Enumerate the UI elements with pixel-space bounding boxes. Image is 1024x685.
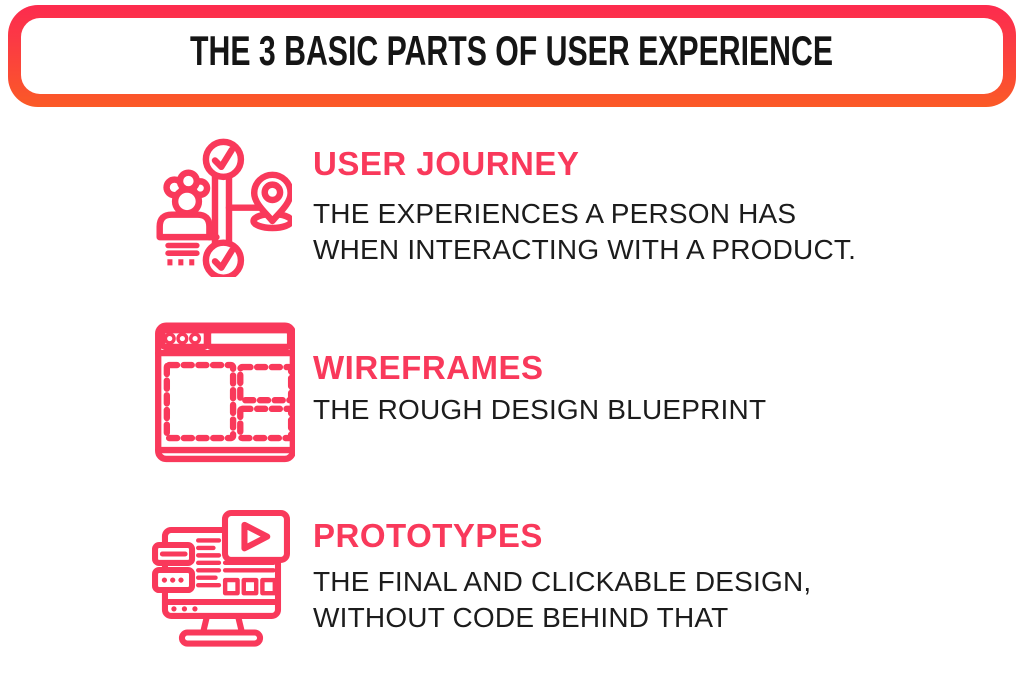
wireframes-icon	[151, 321, 297, 470]
header-inner: THE 3 BASIC PARTS OF USER EXPERIENCE	[21, 18, 1003, 94]
wireframes-heading: WIREFRAMES	[313, 349, 544, 386]
page-title: THE 3 BASIC PARTS OF USER EXPERIENCE	[190, 27, 834, 74]
user-journey-heading: USER JOURNEY	[313, 145, 580, 182]
header-box: THE 3 BASIC PARTS OF USER EXPERIENCE	[8, 5, 1016, 107]
wireframes-description: THE ROUGH DESIGN BLUEPRINT	[313, 394, 767, 425]
prototypes-icon	[152, 509, 291, 652]
prototypes-heading: PROTOTYPES	[313, 517, 543, 554]
user-journey-description: THE EXPERIENCES A PERSON HAS WHEN INTERA…	[313, 198, 857, 265]
user-journey-icon	[145, 137, 295, 282]
prototypes-description: THE FINAL AND CLICKABLE DESIGN, WITHOUT …	[313, 566, 812, 633]
